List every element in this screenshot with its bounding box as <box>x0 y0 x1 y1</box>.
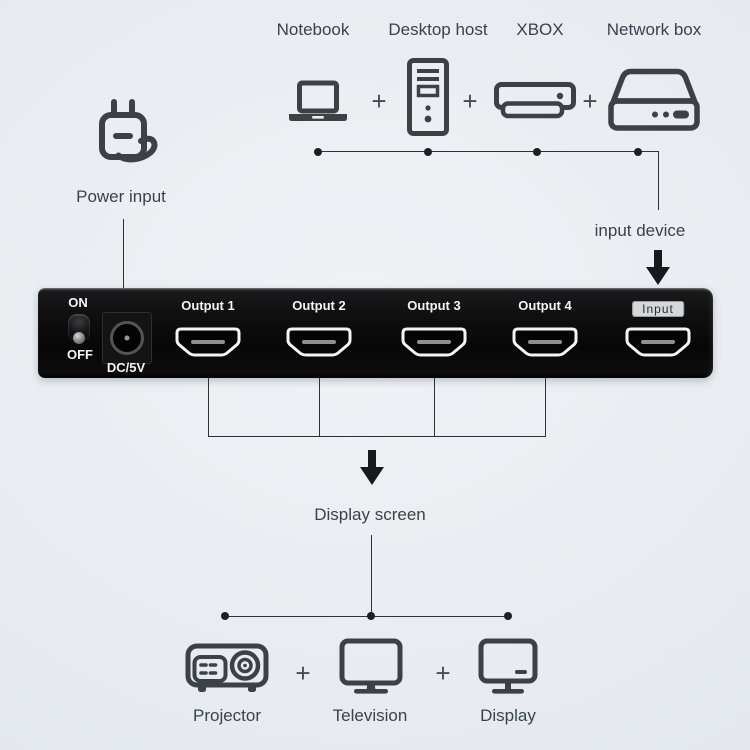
plus-sign: + <box>462 86 478 116</box>
projector-icon <box>185 643 269 692</box>
source-label-desktop-host: Desktop host <box>388 20 488 39</box>
input-drop-line <box>658 151 659 210</box>
plus-sign: + <box>435 658 451 688</box>
display-label-display: Display <box>480 706 536 725</box>
display-screen-label: Display screen <box>314 505 426 524</box>
bus-dot <box>367 612 375 620</box>
down-arrow-icon <box>646 250 670 285</box>
plus-sign: + <box>582 86 598 116</box>
switch-knob <box>73 332 85 344</box>
display-bus-line <box>225 616 508 617</box>
dc-jack-pin <box>124 335 130 341</box>
laptop-icon <box>289 80 347 121</box>
power-input-label: Power input <box>76 187 166 206</box>
bus-dot <box>634 148 642 156</box>
bus-dot <box>533 148 541 156</box>
bus-dot <box>424 148 432 156</box>
source-label-xbox: XBOX <box>516 20 564 39</box>
hdmi-port-icon <box>175 327 241 357</box>
output1-label: Output 1 <box>181 298 235 313</box>
output-bus-line <box>208 436 546 437</box>
dc-power-jack <box>102 312 152 364</box>
source-bus-line <box>318 151 658 152</box>
display-label-television: Television <box>332 706 408 725</box>
output-drop-line <box>545 378 546 436</box>
input-device-label: input device <box>594 221 686 240</box>
output-drop-line <box>434 378 435 436</box>
hdmi-port-icon <box>512 327 578 357</box>
network-box-icon <box>608 68 700 131</box>
hdmi-port-icon <box>286 327 352 357</box>
switch-on-label: ON <box>68 295 88 310</box>
plus-sign: + <box>371 86 387 116</box>
power-line <box>123 219 124 288</box>
display-drop-line <box>371 535 372 616</box>
xbox-console-icon <box>494 82 576 119</box>
display-label-projector: Projector <box>192 706 262 725</box>
output2-label: Output 2 <box>292 298 346 313</box>
plus-sign: + <box>295 658 311 688</box>
dc-voltage-label: DC/5V <box>106 360 146 375</box>
switch-off-label: OFF <box>67 347 93 362</box>
source-label-notebook: Notebook <box>276 20 350 39</box>
bus-dot <box>504 612 512 620</box>
output-drop-line <box>208 378 209 436</box>
source-label-network-box: Network box <box>606 20 702 39</box>
bus-dot <box>221 612 229 620</box>
hdmi-splitter-device: ON OFF DC/5V Output 1 Output 2 Output 3 … <box>38 288 713 378</box>
display-monitor-icon <box>478 638 538 694</box>
bus-dot <box>314 148 322 156</box>
power-switch <box>68 314 90 344</box>
desktop-tower-icon <box>407 58 449 136</box>
output3-label: Output 3 <box>407 298 461 313</box>
power-plug-icon <box>99 99 158 163</box>
output4-label: Output 4 <box>518 298 572 313</box>
television-icon <box>339 638 403 694</box>
down-arrow-icon <box>360 450 384 485</box>
hdmi-port-icon <box>401 327 467 357</box>
hdmi-port-icon <box>625 327 691 357</box>
input-port-badge: Input <box>632 301 684 317</box>
output-drop-line <box>319 378 320 436</box>
